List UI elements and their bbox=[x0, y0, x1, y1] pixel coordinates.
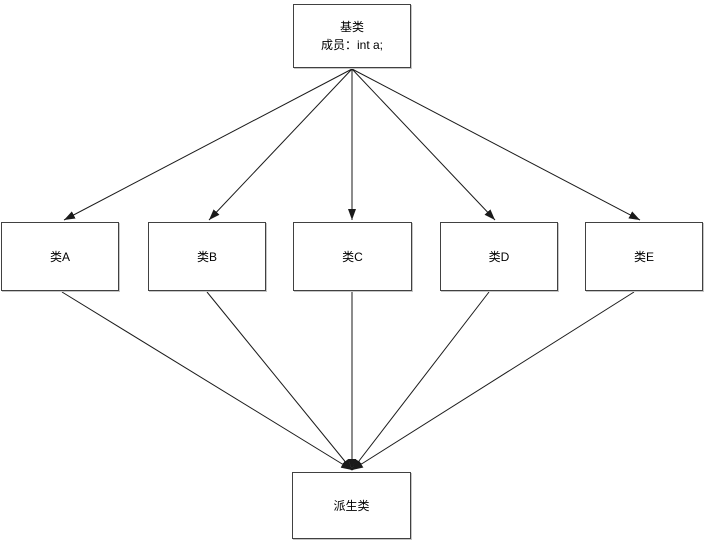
node-class-d: 类D bbox=[440, 222, 558, 291]
edge-class-b-to-derived bbox=[206, 291, 353, 471]
class-a-label: 类A bbox=[49, 249, 70, 264]
edge-base-to-class-d bbox=[351, 68, 496, 221]
edge-class-a-to-derived bbox=[61, 291, 353, 471]
edge-base-to-class-e bbox=[351, 68, 641, 221]
edge-base-to-class-b bbox=[208, 68, 353, 221]
base-class-member: 成员：int a; bbox=[320, 38, 384, 52]
edge-base-to-class-a bbox=[63, 68, 353, 221]
node-class-b: 类B bbox=[148, 222, 266, 291]
node-base-class: 基类 成员：int a; bbox=[293, 4, 411, 68]
class-c-label: 类C bbox=[342, 249, 363, 264]
class-b-label: 类B bbox=[196, 249, 217, 264]
node-class-e: 类E bbox=[585, 222, 703, 291]
derived-class-label: 派生类 bbox=[333, 498, 370, 513]
node-class-c: 类C bbox=[293, 222, 412, 291]
class-d-label: 类D bbox=[488, 249, 510, 264]
class-e-label: 类E bbox=[633, 249, 654, 264]
node-derived-class: 派生类 bbox=[292, 472, 411, 539]
base-class-title: 基类 bbox=[339, 20, 364, 34]
edge-class-d-to-derived bbox=[351, 291, 490, 471]
node-class-a: 类A bbox=[1, 222, 119, 291]
edge-class-e-to-derived bbox=[351, 291, 635, 471]
